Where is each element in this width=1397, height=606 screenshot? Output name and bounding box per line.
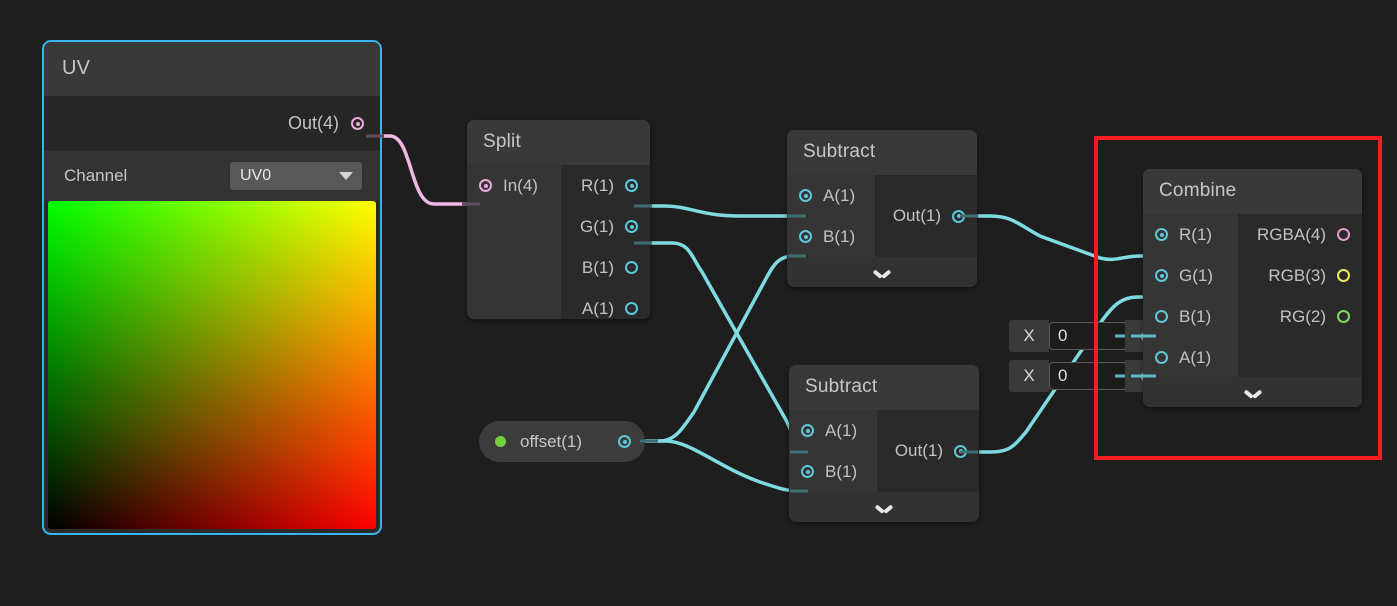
node-subtract-top-input-a[interactable]: A(1) — [787, 175, 875, 216]
node-subtract-bottom-inputs: A(1) B(1) — [789, 410, 877, 492]
chevron-down-icon — [339, 172, 353, 180]
node-subtract-top-expander[interactable] — [787, 257, 977, 287]
node-subtract-top-title: Subtract — [787, 130, 977, 175]
node-subtract-top-outputs: Out(1) — [875, 175, 977, 257]
chevron-down-icon — [874, 268, 890, 277]
node-combine-inputs: R(1) G(1) B(1) A(1) — [1143, 214, 1238, 377]
node-vector1-bottom-input[interactable]: 0 — [1049, 362, 1127, 390]
node-subtract-bottom-title: Subtract — [789, 365, 979, 410]
node-uv[interactable]: UV Out(4) Channel UV0 — [42, 40, 382, 535]
edge-uv-to-split — [364, 134, 480, 206]
node-split-outputs: R(1) G(1) B(1) A(1) — [561, 165, 650, 319]
port-offset-out[interactable] — [618, 435, 631, 448]
node-subtract-top-inputs: A(1) B(1) — [787, 175, 875, 257]
port-split-a[interactable] — [625, 302, 638, 315]
node-subtract-top[interactable]: Subtract A(1) B(1) Out(1) — [787, 130, 977, 287]
port-subtract-bottom-a[interactable] — [801, 424, 814, 437]
edge-split-r-to-subtract-top-a — [638, 204, 802, 218]
node-split-output-g[interactable]: G(1) — [561, 206, 650, 247]
node-uv-output-label: Out(4) — [287, 113, 339, 133]
node-combine[interactable]: Combine R(1) G(1) B(1) A(1) — [1143, 169, 1362, 407]
property-type-dot-icon — [495, 436, 506, 447]
node-combine-output-rgba[interactable]: RGBA(4) — [1238, 214, 1362, 255]
port-subtract-top-a[interactable] — [799, 189, 812, 202]
node-combine-outputs: RGBA(4) RGB(3) RG(2) — [1238, 214, 1362, 377]
node-subtract-bottom-input-b[interactable]: B(1) — [789, 451, 877, 492]
node-vector1-top-input[interactable]: 0 — [1049, 322, 1127, 350]
node-split-inputs: In(4) — [467, 165, 561, 319]
port-uv-out[interactable] — [351, 117, 364, 130]
port-split-r[interactable] — [625, 179, 638, 192]
chevron-down-icon — [876, 503, 892, 512]
edge-subtract-top-out-to-combine-r — [966, 214, 1158, 262]
node-subtract-top-output-out[interactable]: Out(1) — [875, 175, 977, 257]
node-vector1-bottom-label: X — [1009, 360, 1049, 392]
node-uv-preview — [48, 201, 376, 529]
node-uv-output-row[interactable]: Out(4) — [44, 96, 380, 151]
node-split-title: Split — [467, 120, 650, 165]
node-subtract-bottom[interactable]: Subtract A(1) B(1) Out(1) — [789, 365, 979, 522]
port-combine-rg[interactable] — [1337, 310, 1350, 323]
port-combine-r[interactable] — [1155, 228, 1168, 241]
port-split-b[interactable] — [625, 261, 638, 274]
edge-offset-to-subtract-bottom-b — [644, 439, 804, 493]
port-combine-b[interactable] — [1155, 310, 1168, 323]
port-combine-a[interactable] — [1155, 351, 1168, 364]
node-subtract-bottom-output-out[interactable]: Out(1) — [877, 410, 979, 492]
port-combine-rgb[interactable] — [1337, 269, 1350, 282]
node-combine-title: Combine — [1143, 169, 1362, 214]
node-combine-input-b[interactable]: B(1) — [1143, 296, 1238, 337]
port-subtract-top-b[interactable] — [799, 230, 812, 243]
port-combine-g[interactable] — [1155, 269, 1168, 282]
node-subtract-bottom-input-a[interactable]: A(1) — [789, 410, 877, 451]
port-combine-rgba[interactable] — [1337, 228, 1350, 241]
node-subtract-top-input-b[interactable]: B(1) — [787, 216, 875, 257]
node-split-input-label: In(4) — [503, 175, 538, 195]
node-combine-input-a[interactable]: A(1) — [1143, 337, 1238, 378]
node-offset-property[interactable]: offset(1) — [479, 421, 645, 462]
node-uv-channel-label: Channel — [64, 166, 128, 185]
node-uv-channel-dropdown[interactable]: UV0 — [230, 162, 362, 190]
port-split-in[interactable] — [479, 179, 492, 192]
node-split-output-b[interactable]: B(1) — [561, 247, 650, 288]
node-split-input-in4[interactable]: In(4) — [467, 165, 561, 206]
port-subtract-bottom-b[interactable] — [801, 465, 814, 478]
node-uv-channel-value: UV0 — [240, 167, 272, 184]
node-uv-channel-row[interactable]: Channel UV0 — [44, 151, 380, 201]
node-split-output-r[interactable]: R(1) — [561, 165, 650, 206]
node-combine-input-g[interactable]: G(1) — [1143, 255, 1238, 296]
node-subtract-bottom-expander[interactable] — [789, 492, 979, 522]
port-split-g[interactable] — [625, 220, 638, 233]
port-subtract-top-out[interactable] — [952, 209, 965, 223]
node-vector1-top-label: X — [1009, 320, 1049, 352]
node-combine-expander[interactable] — [1143, 377, 1362, 407]
edge-offset-to-subtract-top-b — [644, 254, 804, 443]
node-split-output-a[interactable]: A(1) — [561, 288, 650, 319]
chevron-down-icon — [1245, 388, 1261, 397]
node-combine-output-rg[interactable]: RG(2) — [1238, 296, 1362, 337]
node-offset-label: offset(1) — [520, 431, 583, 451]
node-split[interactable]: Split In(4) R(1) G(1) B(1) — [467, 120, 650, 319]
node-combine-input-r[interactable]: R(1) — [1143, 214, 1238, 255]
node-uv-title: UV — [44, 42, 380, 96]
node-subtract-bottom-outputs: Out(1) — [877, 410, 979, 492]
node-combine-output-rgb[interactable]: RGB(3) — [1238, 255, 1362, 296]
port-subtract-bottom-out[interactable] — [954, 444, 967, 458]
